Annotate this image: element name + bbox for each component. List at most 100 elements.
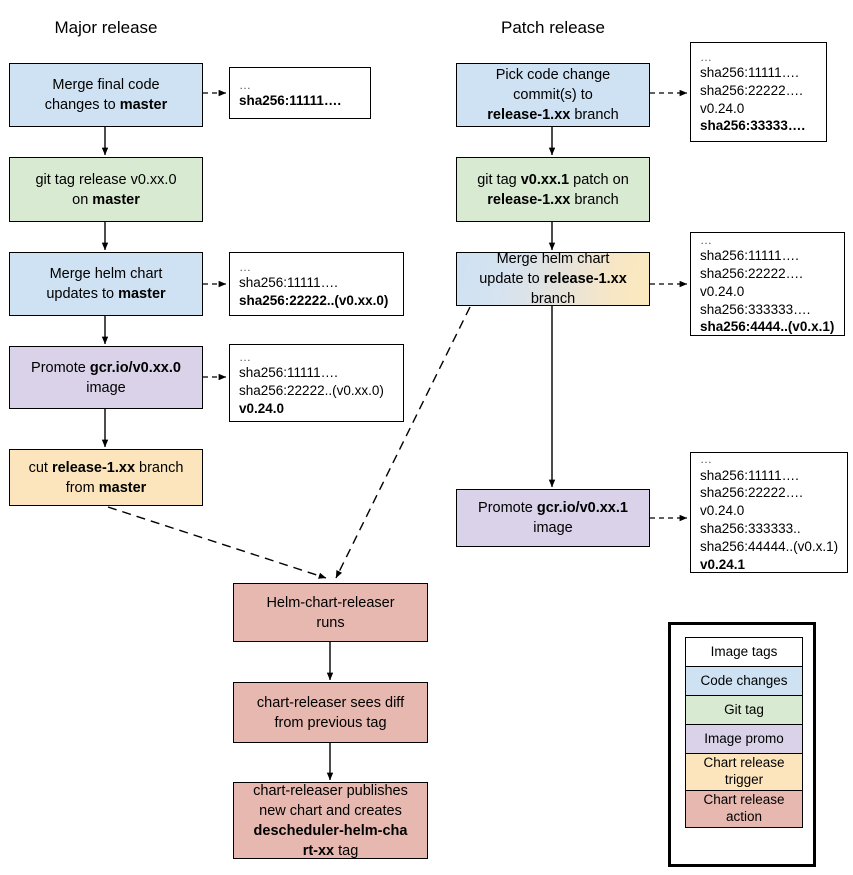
tags-after-merge-helm-chart: …sha256:11111…. sha256:22222..(v0.xx.0): [229, 252, 404, 316]
node-line-3: branch: [530, 291, 576, 307]
tag-line: …: [700, 452, 713, 467]
node-line-1: git tag release v0.xx.0: [35, 171, 177, 188]
node-merge-final-code-changes[interactable]: Merge final code changes to master: [9, 63, 203, 127]
tags-after-pick-code-change: …sha256:11111…. sha256:22222…. v0.24.0 sha2…: [690, 42, 827, 142]
dashed-arrow-cutbranch-to-releaser: [107, 506, 327, 579]
node-line-2-prefix: on: [72, 191, 93, 208]
node-line-1-prefix: Promote: [31, 359, 90, 376]
tag-line: sha256:11111….: [239, 274, 338, 290]
node-line-2: image: [533, 520, 573, 536]
node-git-tag-patch[interactable]: git tag v0.xx.1 patch on release-1.xx br…: [456, 157, 650, 222]
legend-chart-release-trigger[interactable]: Chart release trigger: [685, 753, 803, 791]
node-line-2: new chart and creates: [259, 802, 402, 819]
node-chart-releaser-sees-diff[interactable]: chart-releaser sees diff from previous t…: [233, 682, 428, 743]
node-line-1-prefix: Promote: [478, 500, 537, 516]
legend-item-label: Git tag: [724, 701, 764, 717]
node-merge-helm-chart-updates[interactable]: Merge helm chart updates to master: [9, 252, 203, 316]
node-line-2-suffix: branch: [570, 191, 619, 208]
tag-line: sha256:11111….: [239, 92, 342, 108]
node-line-3-bold: descheduler-helm-cha: [253, 822, 408, 839]
node-line-3-bold: release-1.xx: [487, 107, 571, 123]
tag-line: sha256:22222..(v0.xx.0): [239, 292, 389, 308]
tag-line: sha256:11111….: [700, 64, 799, 80]
node-git-tag-release-major[interactable]: git tag release v0.xx.0 on master: [9, 157, 203, 222]
tags-after-promote-image-major: …sha256:11111…. sha256:22222..(v0.xx.0) v0…: [229, 344, 404, 422]
tag-line: v0.24.0: [700, 283, 745, 299]
legend-item-label: Image tags: [710, 643, 778, 659]
node-line-1: Merge helm chart: [496, 251, 610, 267]
tag-line: …: [700, 49, 713, 64]
node-line-1: Merge helm chart: [49, 266, 163, 282]
node-line-2-prefix: update to: [479, 271, 544, 287]
legend-git-tag[interactable]: Git tag: [685, 695, 803, 725]
legend-item-label: Chart release trigger: [703, 755, 785, 787]
tag-line: sha256:33333….: [700, 118, 806, 134]
legend-code-changes[interactable]: Code changes: [685, 666, 803, 696]
legend-image-tags[interactable]: Image tags: [685, 637, 803, 667]
tag-line: …: [700, 232, 713, 247]
node-line-2: runs: [316, 614, 345, 631]
node-promote-image-patch[interactable]: Promote gcr.io/v0.xx.1 image: [456, 489, 650, 547]
tag-line: sha256:11111….: [700, 248, 799, 264]
tag-line: sha256:22222….: [700, 265, 803, 281]
column-title-major: Major release: [54, 18, 158, 37]
tags-after-merge-final-code: …sha256:11111….: [229, 67, 371, 119]
node-line-1-bold: v0.xx.1: [520, 171, 570, 188]
node-line-2-bold: release-1.xx: [543, 271, 627, 287]
legend-item-label: Image promo: [704, 730, 784, 746]
column-title-patch: Patch release: [501, 18, 605, 37]
tag-line: v0.24.0: [239, 400, 285, 416]
node-line-2: commit(s) to: [513, 87, 593, 103]
node-helm-chart-releaser-runs[interactable]: Helm-chart-releaser runs: [233, 583, 428, 642]
node-merge-helm-chart-update-patch[interactable]: Merge helm chart update to release-1.xx …: [456, 251, 650, 307]
node-chart-releaser-publishes[interactable]: chart-releaser publishes new chart and c…: [233, 782, 428, 859]
tag-line: sha256:11111….: [239, 364, 338, 380]
tag-line: sha256:4444..(v0.x.1): [700, 319, 835, 335]
node-line-2-prefix: changes to: [44, 97, 120, 113]
node-line-4-suffix: tag: [334, 842, 359, 859]
tag-line: sha256:333333….: [700, 301, 811, 317]
node-line-1: chart-releaser publishes: [253, 782, 408, 799]
node-line-1-suffix: branch: [135, 459, 184, 476]
legend-chart-release-action[interactable]: Chart release action: [685, 790, 803, 828]
node-line-1-bold: gcr.io/v0.xx.1: [536, 500, 628, 516]
tag-line: sha256:44444..(v0.x.1): [700, 538, 839, 554]
node-line-2-bold: master: [98, 479, 147, 496]
tag-line: v0.24.0: [700, 100, 745, 116]
node-line-1: Helm-chart-releaser: [266, 594, 395, 611]
node-line-2-bold: master: [119, 97, 168, 113]
legend-image-promo[interactable]: Image promo: [685, 724, 803, 754]
tags-after-merge-helm-update: …sha256:11111….sha256:22222…. v0.24.0 sha2…: [690, 232, 845, 336]
node-pick-code-change-commits[interactable]: Pick code change commit(s) to release-1.…: [456, 63, 650, 127]
node-line-1-bold: release-1.xx: [51, 459, 136, 476]
node-line-1: Pick code change: [495, 67, 611, 83]
node-line-1: chart-releaser sees diff: [256, 694, 405, 711]
node-line-2-bold: master: [118, 286, 166, 302]
node-promote-image-major[interactable]: Promote gcr.io/v0.xx.0 image: [9, 346, 203, 409]
tag-line: sha256:22222….: [700, 485, 803, 501]
tag-line: v0.24.0: [700, 503, 745, 519]
node-line-1-prefix: git tag: [477, 171, 521, 188]
tag-line: v0.24.1: [700, 556, 746, 572]
tag-line: sha256:22222..(v0.xx.0): [239, 382, 384, 398]
node-cut-release-branch[interactable]: cut release-1.xx branch from master: [9, 449, 203, 506]
node-line-2-prefix: from: [65, 479, 99, 496]
node-line-2-prefix: updates to: [46, 286, 119, 302]
node-line-1: Merge final code: [52, 77, 160, 93]
tag-line: sha256:333333..: [700, 521, 801, 537]
tag-line: sha256:22222….: [700, 82, 803, 98]
node-line-1-bold: gcr.io/v0.xx.0: [89, 359, 181, 376]
tags-after-promote-image-patch: …sha256:11111…. sha256:22222…. v0.24.0 sha2…: [690, 452, 848, 573]
node-line-2-bold: master: [92, 191, 140, 208]
tag-line: …: [239, 259, 252, 274]
tag-line: sha256:11111….: [700, 467, 799, 483]
node-line-1-suffix: patch on: [569, 171, 629, 188]
node-line-2-bold: release-1.xx: [487, 191, 571, 208]
node-line-2: from previous tag: [274, 714, 387, 731]
tag-line: …: [239, 349, 252, 364]
node-line-3-suffix: branch: [570, 107, 619, 123]
node-line-2: image: [86, 379, 126, 396]
legend-item-label: Chart release action: [703, 792, 785, 824]
